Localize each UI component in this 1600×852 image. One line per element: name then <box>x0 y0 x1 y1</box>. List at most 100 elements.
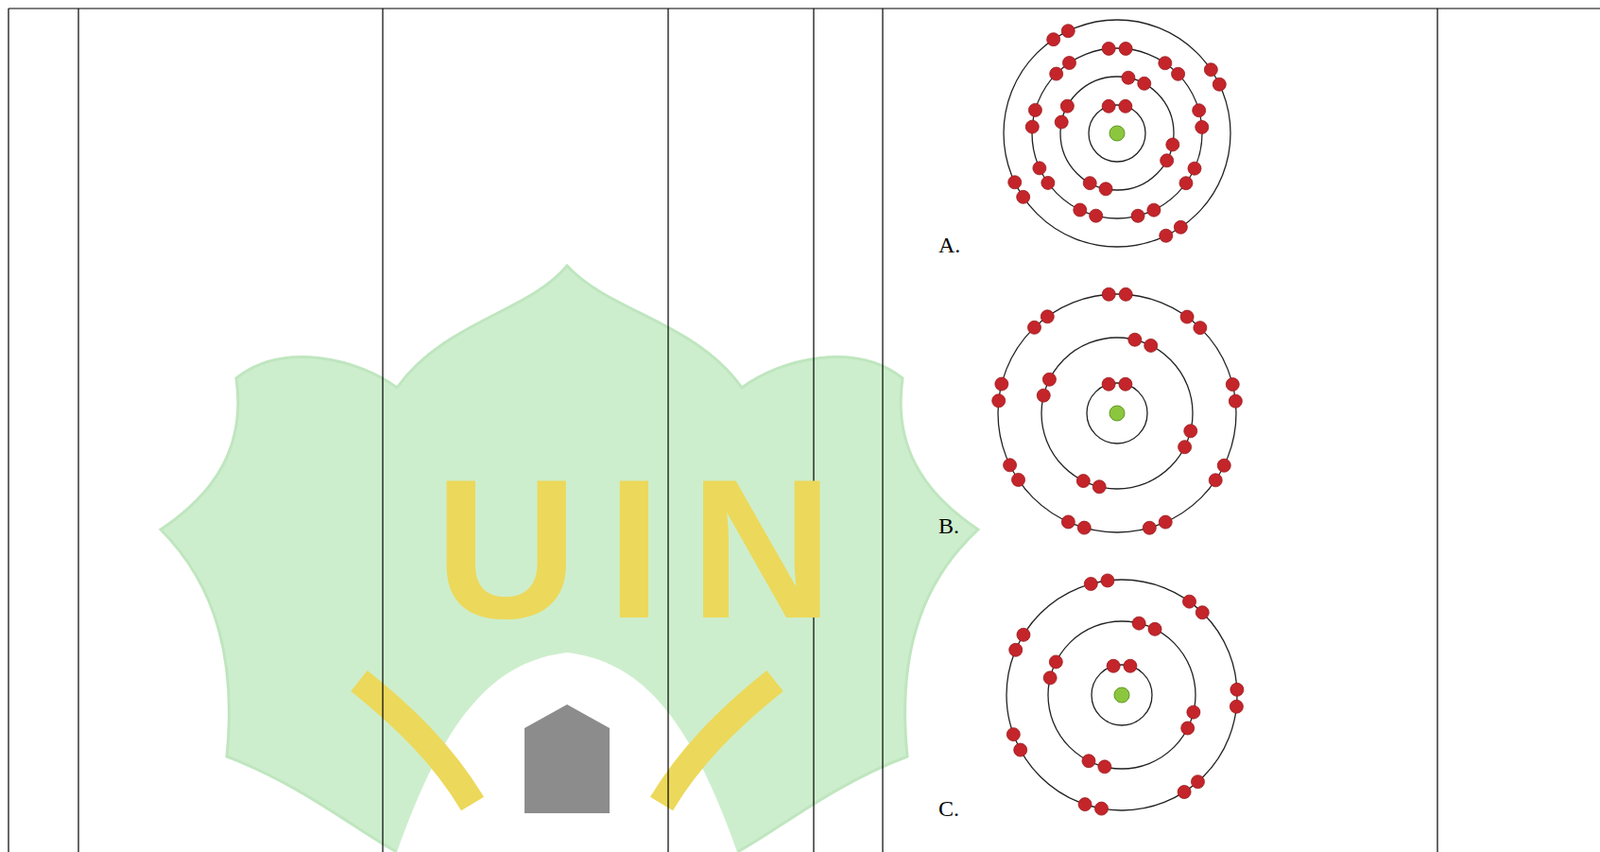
atom-diagram <box>1006 573 1244 815</box>
electron <box>1159 228 1173 242</box>
atom-diagram <box>1003 19 1231 247</box>
electron <box>1101 41 1116 55</box>
electron <box>1118 287 1133 301</box>
option-letter: C. <box>938 795 960 822</box>
electron <box>1077 520 1091 534</box>
watermark-logo <box>160 265 979 852</box>
electron <box>1179 176 1193 190</box>
electron <box>1208 473 1222 487</box>
electron <box>1212 77 1226 91</box>
electron <box>1016 627 1031 641</box>
electron <box>1076 474 1090 488</box>
electron <box>1166 137 1180 152</box>
electron <box>1132 616 1146 630</box>
nucleus <box>1109 125 1125 141</box>
electron <box>1228 394 1242 408</box>
electron <box>1131 208 1145 223</box>
electron-shell <box>1032 48 1203 219</box>
electron <box>1083 576 1098 590</box>
electron <box>1178 440 1192 454</box>
electron <box>1123 658 1137 672</box>
electron <box>1121 70 1136 85</box>
electron <box>1092 480 1106 494</box>
electron <box>1180 309 1194 324</box>
electron-shell <box>1006 579 1238 810</box>
electron <box>1028 103 1042 117</box>
electron <box>1137 76 1152 90</box>
table-border <box>8 8 1600 852</box>
electron <box>1032 161 1047 175</box>
electron <box>1089 208 1103 223</box>
electron <box>1078 797 1092 811</box>
electron <box>1190 774 1205 789</box>
electron <box>1061 24 1075 38</box>
electron <box>1158 515 1172 529</box>
electron <box>1003 458 1017 472</box>
electron <box>1230 682 1244 696</box>
electron <box>1142 520 1156 534</box>
electron-shell <box>1086 382 1148 444</box>
electron <box>1187 705 1201 719</box>
atom-diagram <box>992 287 1243 534</box>
electron-shell <box>1048 620 1196 769</box>
electron <box>1229 699 1243 713</box>
electron <box>1101 573 1115 587</box>
electron <box>1225 378 1239 392</box>
electron <box>1106 658 1120 672</box>
electron <box>1118 377 1133 391</box>
electron <box>1054 115 1068 129</box>
electron <box>1160 154 1174 168</box>
electron <box>1171 67 1186 81</box>
electron <box>1158 56 1172 70</box>
electron <box>1047 33 1061 47</box>
electron <box>1101 287 1116 301</box>
electron <box>1006 727 1020 741</box>
electron <box>1217 458 1231 472</box>
electron <box>1061 515 1075 529</box>
electron <box>1128 332 1142 346</box>
electron <box>1027 320 1041 334</box>
electron <box>1094 801 1108 815</box>
nucleus <box>1114 687 1130 703</box>
electron <box>1193 321 1207 335</box>
electron <box>1101 377 1116 391</box>
electron <box>1008 175 1022 190</box>
electron <box>1181 721 1195 735</box>
electron-shell <box>1003 19 1231 247</box>
electron <box>1049 67 1064 81</box>
electron <box>1148 621 1162 636</box>
electron <box>1036 388 1050 402</box>
option-letter: A. <box>938 232 961 259</box>
atom-models <box>992 19 1244 815</box>
electron <box>1192 103 1206 118</box>
electron <box>1040 309 1054 324</box>
electron <box>1183 594 1197 608</box>
electron <box>995 377 1009 391</box>
electron <box>1014 742 1028 757</box>
nucleus <box>1109 405 1125 421</box>
watermark-text: UIN <box>434 434 862 664</box>
electron-shell <box>1091 664 1153 725</box>
electron <box>1177 785 1191 799</box>
electron <box>1101 99 1116 113</box>
electron-shell <box>1088 104 1146 162</box>
electron <box>1062 56 1076 70</box>
electron <box>1083 176 1097 190</box>
electron-shell <box>1060 76 1174 190</box>
electron <box>1118 41 1133 55</box>
electron <box>1016 189 1031 204</box>
electron <box>1184 424 1198 438</box>
electron <box>1009 642 1023 656</box>
electron <box>1060 99 1074 113</box>
electron-shell <box>997 293 1237 533</box>
electron <box>1173 220 1188 234</box>
electron <box>1012 472 1026 486</box>
electron <box>1147 203 1161 217</box>
electron <box>1082 754 1096 768</box>
electron-shell <box>1041 337 1193 489</box>
electron <box>1144 338 1158 352</box>
option-letter: B. <box>938 513 960 539</box>
electron <box>1195 120 1209 134</box>
electron <box>1098 759 1112 774</box>
